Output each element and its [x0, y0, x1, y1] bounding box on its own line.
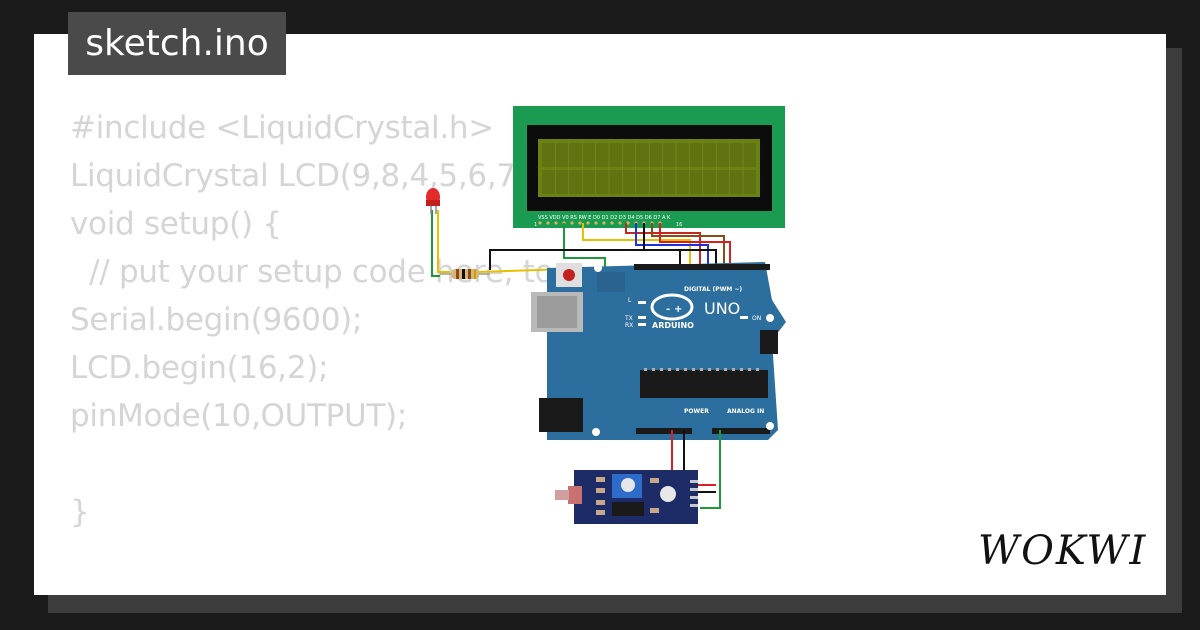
power-header: POWER: [684, 408, 709, 415]
code-line: LDR VAL: [70, 584, 553, 593]
lcd-display[interactable]: VSS VDD V0 RS RW E D0 D1 D2 D3 D4 D5 D6 …: [513, 106, 785, 228]
svg-text:-: -: [666, 304, 670, 315]
rx-label: RX: [625, 322, 633, 329]
circuit-diagram: VSS VDD V0 RS RW E D0 D1 D2 D3 D4 D5 D6 …: [426, 106, 786, 524]
red-led[interactable]: [426, 188, 440, 214]
tx-label: TX: [624, 315, 633, 322]
arduino-uno[interactable]: - + UNO ARDUINO DIGITAL (PWM ~) ON TX RX…: [531, 262, 786, 440]
code-line: pinMode(10,OUTPUT);: [70, 398, 407, 434]
digital-header: DIGITAL (PWM ~): [684, 286, 742, 293]
lcd-pin-labels: VSS VDD V0 RS RW E D0 D1 D2 D3 D4 D5 D6 …: [538, 215, 671, 221]
on-label: ON: [752, 315, 761, 322]
lcd-pin1-label: 1: [534, 222, 537, 228]
board-model: UNO: [704, 299, 740, 318]
l-label: L: [628, 297, 632, 304]
analog-header: ANALOG IN: [727, 408, 764, 415]
board-brand: ARDUINO: [652, 321, 694, 330]
wires: [431, 210, 731, 277]
file-tab[interactable]: sketch.ino: [68, 12, 286, 75]
ldr-sensor-module[interactable]: [555, 470, 698, 524]
resistor[interactable]: [440, 269, 490, 279]
code-line: [70, 536, 553, 584]
code-editor: #include <LiquidCrystal.h> LiquidCrystal…: [70, 104, 554, 593]
code-line: LCD.begin(16,2);: [70, 350, 329, 386]
code-line: void setup() {: [70, 206, 282, 242]
logo-text: WOKWI: [978, 528, 1147, 574]
wokwi-logo: WOKWI: [978, 528, 1147, 574]
lcd-pin16-label: 16: [676, 222, 682, 228]
code-line: #include <LiquidCrystal.h>: [70, 110, 494, 146]
code-line: }: [70, 494, 90, 530]
code-line: Serial.begin(9600);: [70, 302, 363, 338]
code-line: LiquidCrystal LCD(9,8,4,5,6,7);: [70, 158, 538, 194]
svg-text:+: +: [674, 304, 682, 315]
